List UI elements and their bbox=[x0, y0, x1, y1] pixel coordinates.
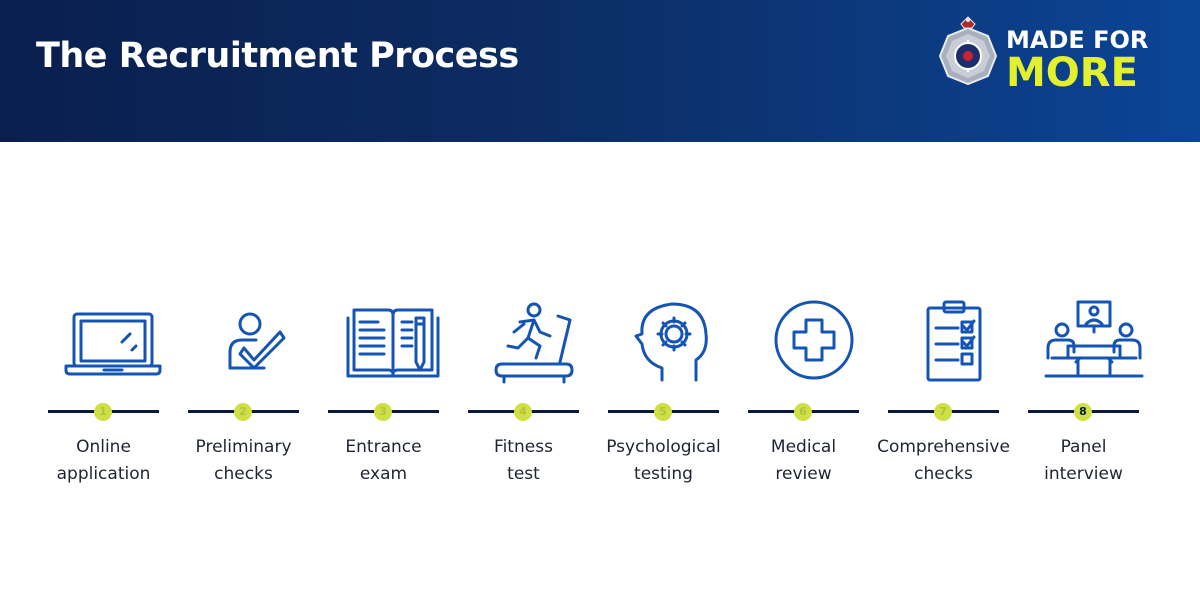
open-book-pencil-icon bbox=[338, 296, 448, 386]
logo-tagline-bottom: MORE bbox=[1006, 50, 1138, 96]
logo-tagline-top: MADE FOR bbox=[1006, 26, 1149, 54]
step-label: Medical review bbox=[728, 434, 879, 488]
step-preliminary-checks: 2 Preliminary checks bbox=[188, 296, 328, 496]
step-label-line1: Entrance bbox=[345, 437, 422, 457]
step-label-line1: Preliminary bbox=[195, 437, 292, 457]
step-number-badge: 1 bbox=[94, 403, 112, 421]
step-number-badge: 5 bbox=[654, 403, 672, 421]
recruitment-steps: 1 Online application 2 Preliminary check… bbox=[0, 296, 1200, 506]
step-number-badge: 7 bbox=[934, 403, 952, 421]
step-label-line2: testing bbox=[634, 464, 693, 484]
clipboard-checklist-icon bbox=[898, 296, 1008, 386]
step-label: Preliminary checks bbox=[168, 434, 319, 488]
step-fitness-test: 4 Fitness test bbox=[468, 296, 608, 496]
step-label: Fitness test bbox=[448, 434, 599, 488]
step-comprehensive-checks: 7 Comprehensive checks bbox=[877, 296, 1028, 496]
step-label: Entrance exam bbox=[308, 434, 459, 488]
step-label-line2: review bbox=[775, 464, 832, 484]
step-label-line1: Medical bbox=[770, 437, 837, 457]
step-label: Online application bbox=[28, 434, 179, 488]
step-label: Panel interview bbox=[1008, 434, 1159, 488]
made-for-more-logo: MADE FOR MORE bbox=[934, 14, 1164, 98]
laptop-icon bbox=[58, 296, 168, 386]
step-label: Comprehensive checks bbox=[868, 434, 1019, 488]
step-label-line2: checks bbox=[214, 464, 273, 484]
step-panel-interview: 8 Panel interview bbox=[1028, 296, 1168, 496]
step-label-line2: checks bbox=[914, 464, 973, 484]
step-label-line2: exam bbox=[359, 464, 408, 484]
step-label-line2: application bbox=[56, 464, 151, 484]
step-number-badge: 6 bbox=[794, 403, 812, 421]
person-check-icon bbox=[198, 296, 308, 386]
step-label-line1: Psychological bbox=[606, 437, 721, 457]
step-number-badge: 4 bbox=[514, 403, 532, 421]
step-label-line1: Comprehensive bbox=[877, 437, 1010, 457]
treadmill-runner-icon bbox=[478, 296, 588, 386]
step-label-line2: interview bbox=[1044, 464, 1123, 484]
panel-meeting-icon bbox=[1038, 296, 1148, 386]
medical-cross-icon bbox=[758, 296, 868, 386]
step-label: Psychological testing bbox=[588, 434, 739, 488]
header-banner: The Recruitment Process MADE FOR MORE bbox=[0, 0, 1200, 142]
step-number-badge: 8 bbox=[1074, 403, 1092, 421]
step-label-line1: Fitness bbox=[494, 437, 553, 457]
step-psychological-testing: 5 Psychological testing bbox=[606, 296, 748, 496]
step-number-badge: 2 bbox=[234, 403, 252, 421]
step-label-line2: test bbox=[507, 464, 540, 484]
step-label-line1: Panel bbox=[1060, 437, 1107, 457]
police-badge-icon bbox=[934, 14, 1002, 98]
step-online-application: 1 Online application bbox=[48, 296, 188, 496]
step-number-badge: 3 bbox=[374, 403, 392, 421]
page-title: The Recruitment Process bbox=[36, 36, 519, 76]
step-label-line1: Online bbox=[76, 437, 131, 457]
step-medical-review: 6 Medical review bbox=[748, 296, 888, 496]
step-entrance-exam: 3 Entrance exam bbox=[328, 296, 468, 496]
head-gear-icon bbox=[618, 296, 728, 386]
